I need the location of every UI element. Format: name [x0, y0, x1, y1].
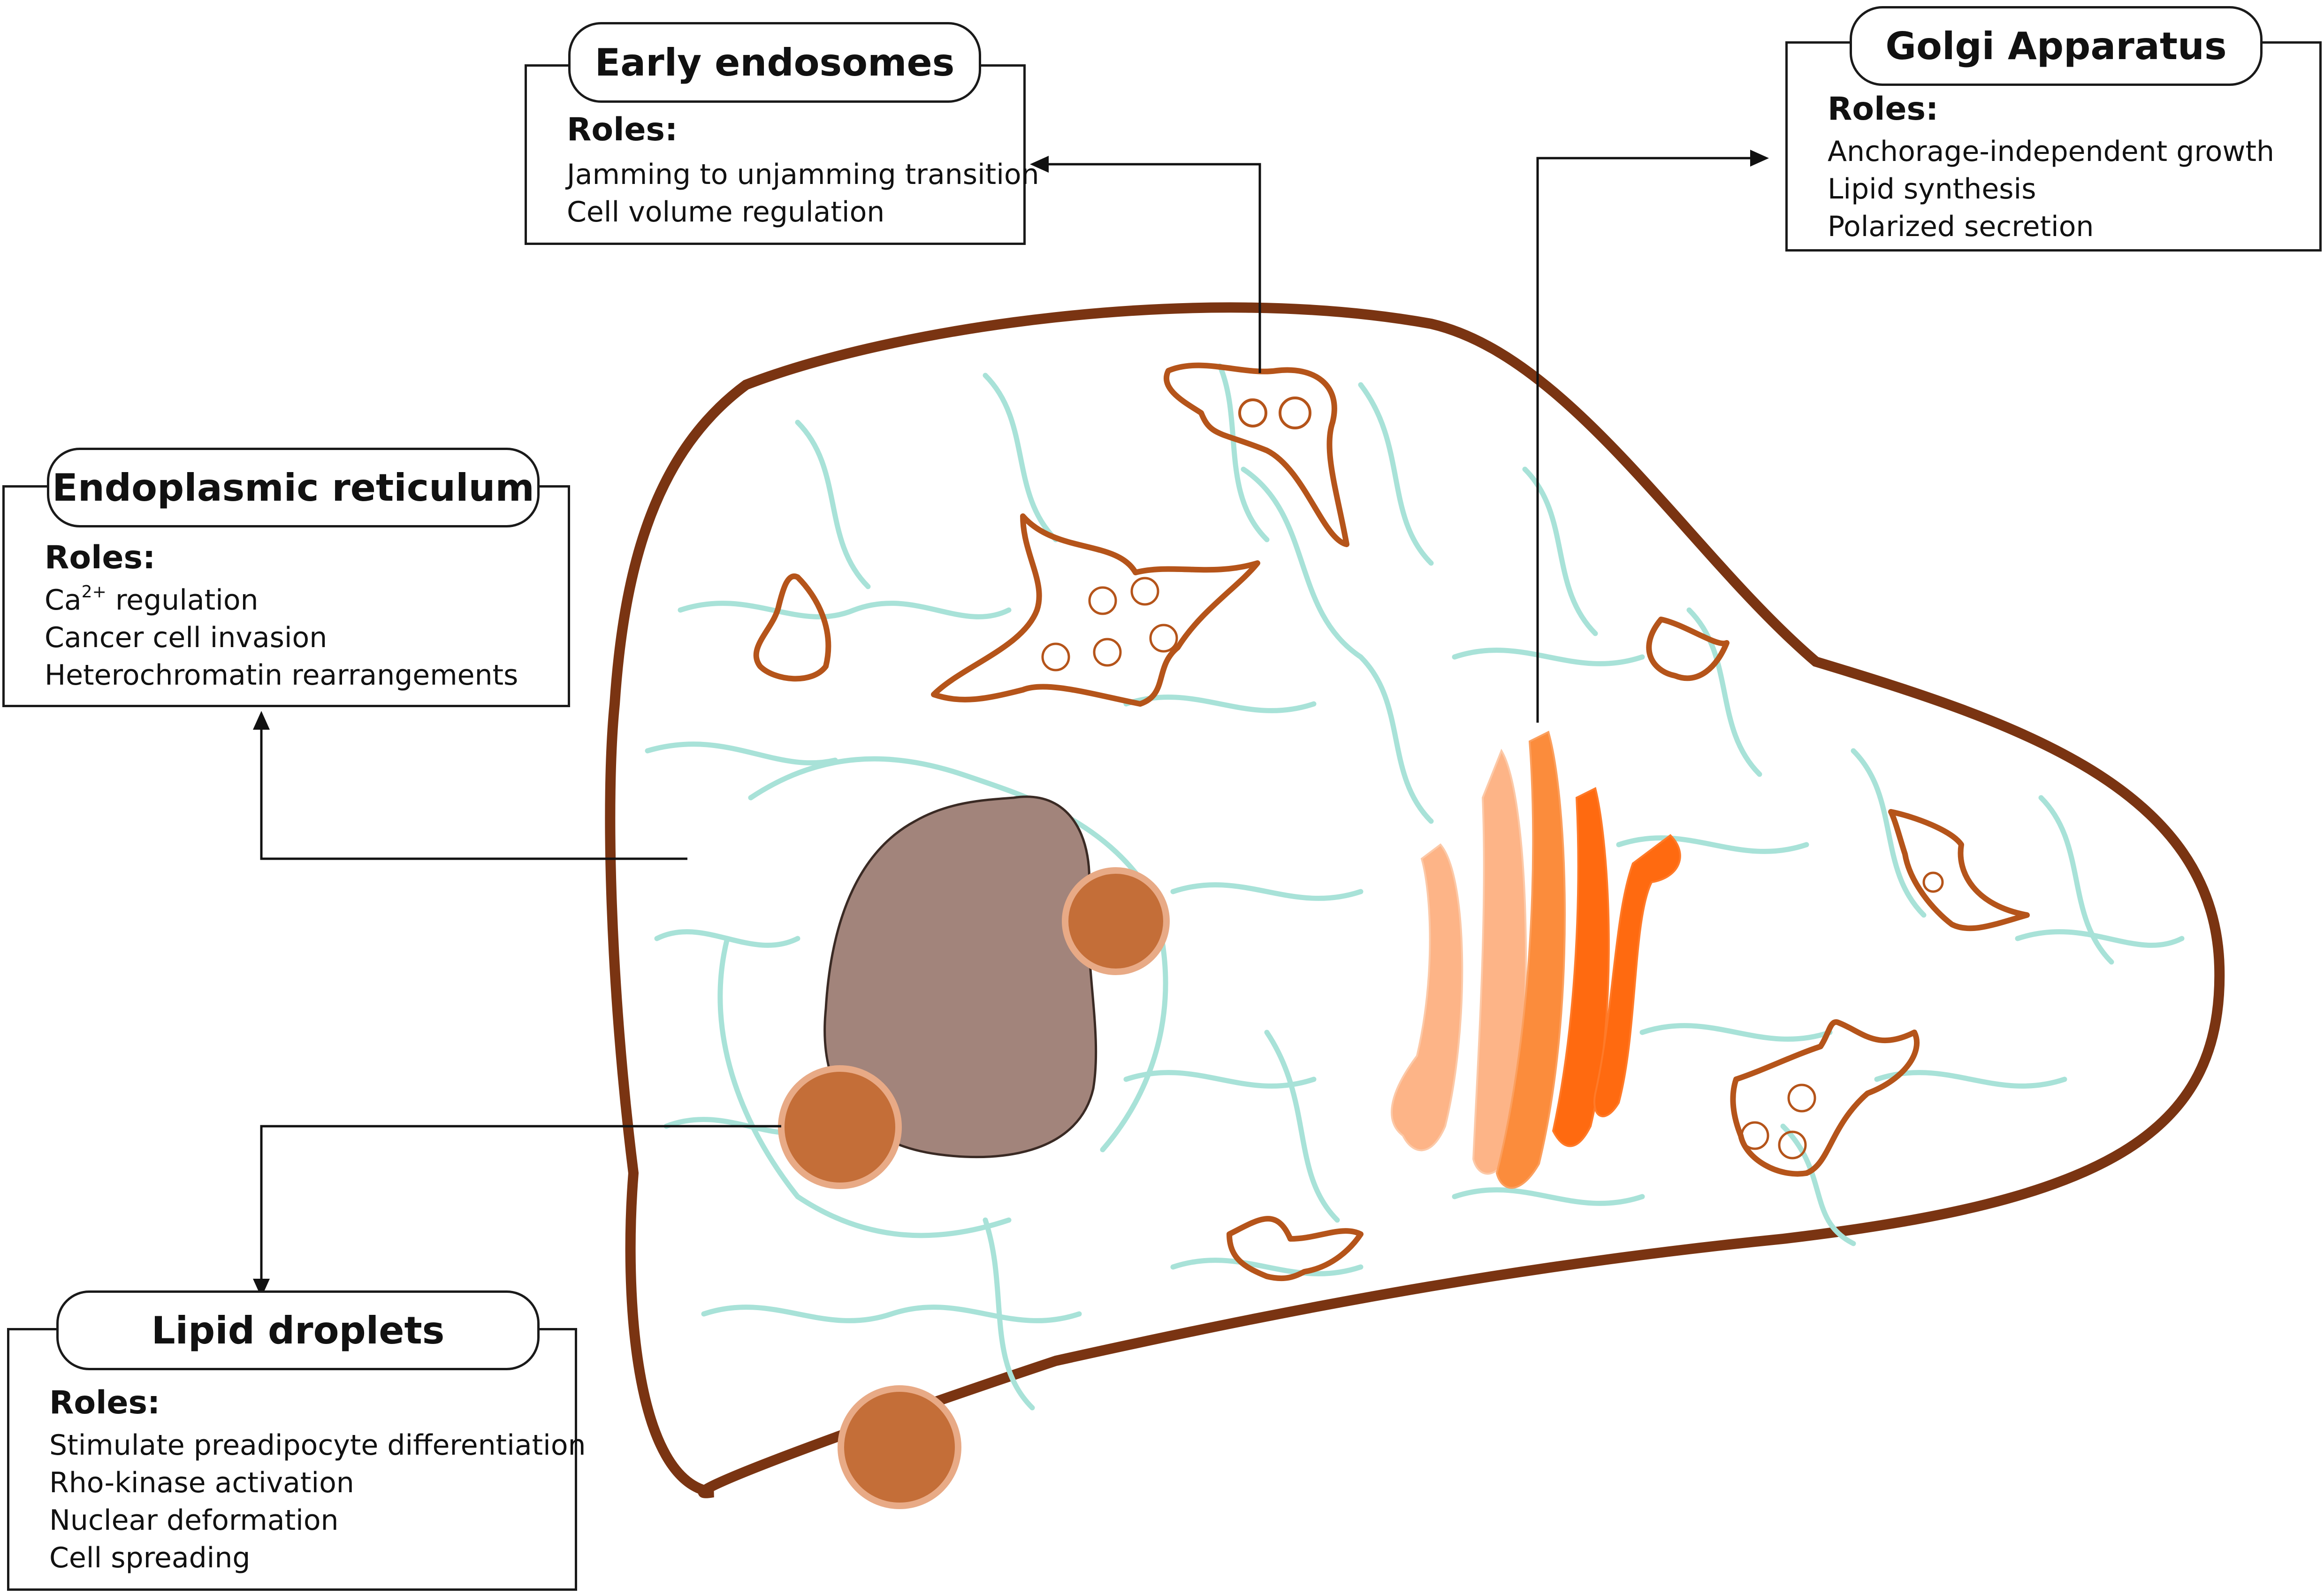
- roles-label: Roles:: [45, 539, 156, 576]
- golgi-cisterna: [1495, 731, 1566, 1189]
- role-item: Anchorage-independent growth: [1828, 135, 2275, 168]
- callout-early-endosomes-title: Early endosomes: [568, 22, 981, 103]
- golgi-apparatus: [1391, 731, 1681, 1189]
- role-item: Cancer cell invasion: [45, 621, 328, 654]
- role-item: Heterochromatin rearrangements: [45, 659, 518, 692]
- role-item: Nuclear deformation: [49, 1504, 339, 1537]
- golgi-cisterna: [1552, 787, 1610, 1147]
- endosomes: [753, 362, 2030, 1282]
- role-item: Stimulate preadipocyte differentiation: [49, 1429, 586, 1462]
- callout-lipid-droplets-title: Lipid droplets: [56, 1290, 540, 1370]
- golgi-cisterna: [1472, 748, 1527, 1175]
- roles-label: Roles:: [1828, 91, 1939, 128]
- cell-membrane: [605, 302, 2225, 1498]
- callout-connectors: [253, 150, 1769, 1297]
- role-item: Jamming to unjamming transition: [567, 158, 1039, 191]
- callout-endoplasmic-reticulum: Endoplasmic reticulum Roles: Ca2+ regula…: [2, 448, 570, 707]
- role-item: Polarized secretion: [1828, 210, 2094, 243]
- connector-golgi: [1536, 157, 1760, 723]
- role-item: Rho-kinase activation: [49, 1466, 354, 1499]
- callout-golgi-apparatus: Golgi Apparatus Roles: Anchorage-indepen…: [1785, 6, 2322, 252]
- roles-label: Roles:: [567, 111, 678, 148]
- er-network: [645, 363, 2185, 1411]
- callout-lipid-droplets: Lipid droplets Roles: Stimulate preadipo…: [7, 1290, 586, 1591]
- lipid-droplet: [838, 1385, 961, 1509]
- connector-early-endosomes: [1035, 163, 1261, 373]
- early-endosome: [1164, 362, 1349, 547]
- callout-er-title: Endoplasmic reticulum: [47, 448, 540, 527]
- lipid-droplet: [1062, 867, 1170, 975]
- lipid-droplets: [778, 867, 1170, 1509]
- callout-early-endosomes: Early endosomes Roles: Jamming to unjamm…: [525, 22, 1039, 245]
- role-item: Cell volume regulation: [567, 196, 885, 229]
- golgi-cisterna: [1593, 834, 1681, 1117]
- connector-lipid-droplets: [260, 1125, 781, 1286]
- role-item: Lipid synthesis: [1828, 173, 2036, 206]
- lipid-droplet: [778, 1065, 902, 1189]
- roles-label: Roles:: [49, 1384, 160, 1421]
- role-item: Cell spreading: [49, 1542, 251, 1574]
- connector-er: [260, 723, 687, 860]
- golgi-cisterna: [1391, 843, 1463, 1152]
- role-item: Ca2+ regulation: [45, 582, 259, 617]
- callout-golgi-title: Golgi Apparatus: [1850, 6, 2263, 86]
